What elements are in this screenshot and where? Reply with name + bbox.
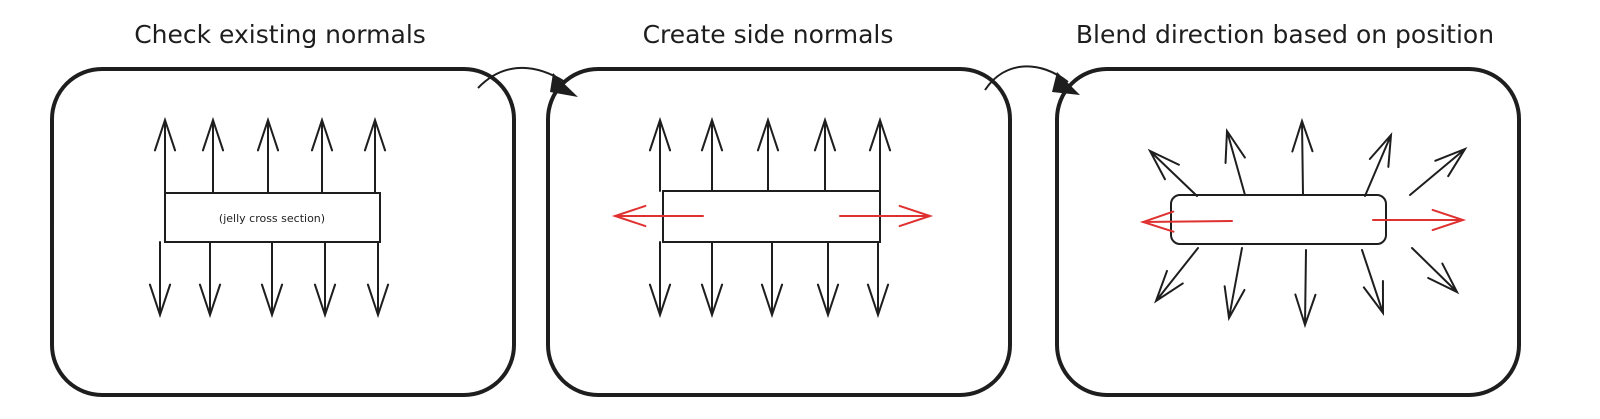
panel-3-title: Blend direction based on position <box>1076 20 1494 49</box>
normal-arrow-down <box>866 241 890 319</box>
normal-arrow-down <box>198 241 222 319</box>
normal-arrow-down <box>648 241 672 319</box>
normal-arrow-up <box>813 116 837 192</box>
blended-normal-arrow-down <box>1294 249 1317 329</box>
panel-3-bar <box>1170 194 1387 245</box>
connector-arrow-1-to-2-head-icon <box>550 73 578 97</box>
normal-arrow-up <box>256 116 280 194</box>
normal-arrow-down <box>313 241 337 319</box>
normal-arrow-up <box>648 116 672 192</box>
side-normal-arrow-left <box>611 204 704 228</box>
blended-normal-arrow-down <box>1411 247 1460 295</box>
panel-2-frame <box>546 67 1012 397</box>
side-normal-arrow-right <box>839 204 934 228</box>
jelly-cross-section-label: (jelly cross section) <box>219 212 325 225</box>
normal-arrow-down <box>760 241 784 319</box>
panel-1-frame <box>50 67 516 397</box>
normal-arrow-up <box>310 116 334 194</box>
jelly-cross-section-bar <box>164 192 381 243</box>
normal-arrow-up <box>153 116 177 194</box>
normal-arrow-down <box>816 241 840 319</box>
connector-arrow-2-to-3-head-icon <box>1052 72 1080 95</box>
blended-normal-arrow-down <box>1154 247 1199 304</box>
panel-3-frame <box>1055 67 1521 397</box>
normal-arrow-down <box>260 241 284 319</box>
normal-arrow-up <box>363 116 387 194</box>
panel-1-title: Check existing normals <box>134 20 426 49</box>
blended-normal-arrow-up <box>1291 117 1314 196</box>
normal-arrow-up <box>201 116 225 194</box>
normal-arrow-down <box>366 241 390 319</box>
normal-arrow-down <box>148 241 172 319</box>
blended-normal-arrow-up <box>1364 132 1393 197</box>
normal-arrow-down <box>700 241 724 319</box>
blended-normal-arrow-down <box>1361 249 1385 317</box>
blended-normal-arrow-down <box>1223 247 1246 322</box>
blended-normal-arrow-up <box>1147 148 1198 197</box>
normal-arrow-up <box>700 116 724 192</box>
normal-arrow-up <box>868 116 892 192</box>
side-normal-arrow-right <box>1372 208 1467 232</box>
panel-2-title: Create side normals <box>643 20 894 49</box>
blended-normal-arrow-up <box>1224 127 1246 196</box>
normal-arrow-up <box>756 116 780 192</box>
blended-normal-arrow-up <box>1409 146 1468 196</box>
side-normal-arrow-left <box>1139 210 1233 233</box>
